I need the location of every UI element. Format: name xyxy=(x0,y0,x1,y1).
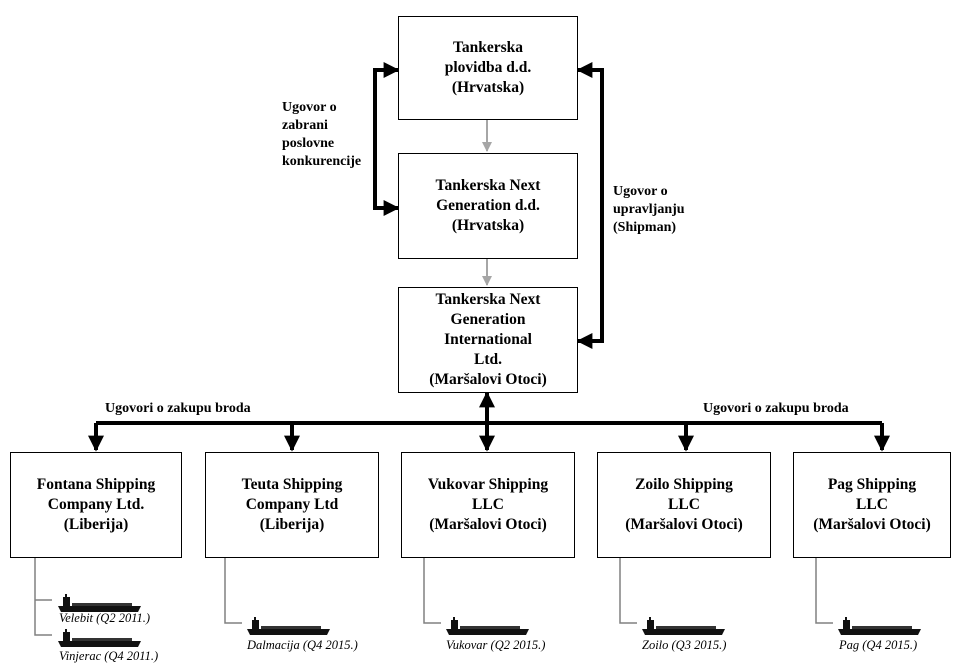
entity-name: Tankerska plovidba d.d. (Hrvatska) xyxy=(444,39,532,96)
tankerska-next-generation-international-box: Tankerska Next Generation International … xyxy=(398,287,578,393)
fleet-line-pag xyxy=(815,558,833,624)
tankerska-plovidba-box: Tankerska plovidba d.d. (Hrvatska) xyxy=(398,16,578,120)
entity-name: Tankerska Next Generation International … xyxy=(429,291,547,388)
tanker-ship-icon xyxy=(446,617,529,635)
tankerska-next-generation-box: Tankerska Next Generation d.d. (Hrvatska… xyxy=(398,153,578,259)
entity-name: Vukovar Shipping LLC (Maršalovi Otoci) xyxy=(427,476,549,533)
ship-caption-pag: Pag (Q4 2015.) xyxy=(839,638,918,652)
ship-caption-vinjerac: Vinjerac (Q4 2011.) xyxy=(59,649,159,663)
entity-name: Pag Shipping LLC (Maršalovi Otoci) xyxy=(813,476,931,533)
tanker-ship-icon xyxy=(247,617,330,635)
entity-name: Tankerska Next Generation d.d. (Hrvatska… xyxy=(435,177,541,234)
tanker-ship-icon xyxy=(58,629,141,647)
tanker-ship-icon xyxy=(838,617,921,635)
entity-name: Zoilo Shipping LLC (Maršalovi Otoci) xyxy=(625,476,743,533)
ship-caption-zoilo: Zoilo (Q3 2015.) xyxy=(642,638,727,652)
zoilo-shipping-box: Zoilo Shipping LLC (Maršalovi Otoci) xyxy=(597,452,771,558)
teuta-shipping-box: Teuta Shipping Company Ltd (Liberija) xyxy=(205,452,379,558)
fleet-line-zoilo xyxy=(619,558,637,624)
ship-caption-dalmacija: Dalmacija (Q4 2015.) xyxy=(247,638,358,652)
fleet-line-vukovar xyxy=(423,558,441,624)
fleet-line-teuta xyxy=(224,558,242,624)
tanker-ship-icon xyxy=(642,617,725,635)
non-compete-label: Ugovor o zabrani poslovne konkurencije xyxy=(282,100,362,169)
management-label: Ugovor o upravljanju (Shipman) xyxy=(613,184,685,235)
ship-caption-velebit: Velebit (Q2 2011.) xyxy=(59,611,151,625)
ship-caption-vukovar: Vukovar (Q2 2015.) xyxy=(446,638,546,652)
charter-label-left: Ugovori o zakupu broda xyxy=(105,401,251,416)
fleet-line-fontana xyxy=(34,558,52,636)
charter-label-right: Ugovori o zakupu broda xyxy=(703,401,849,416)
non-compete-arrow xyxy=(373,62,400,216)
entity-name: Teuta Shipping Company Ltd (Liberija) xyxy=(241,476,343,533)
entity-name: Fontana Shipping Company Ltd. (Liberija) xyxy=(36,476,156,533)
management-arrow xyxy=(576,62,604,349)
vukovar-shipping-box: Vukovar Shipping LLC (Maršalovi Otoci) xyxy=(401,452,575,558)
pag-shipping-box: Pag Shipping LLC (Maršalovi Otoci) xyxy=(793,452,951,558)
fontana-shipping-box: Fontana Shipping Company Ltd. (Liberija) xyxy=(10,452,182,558)
tanker-ship-icon xyxy=(58,594,141,612)
